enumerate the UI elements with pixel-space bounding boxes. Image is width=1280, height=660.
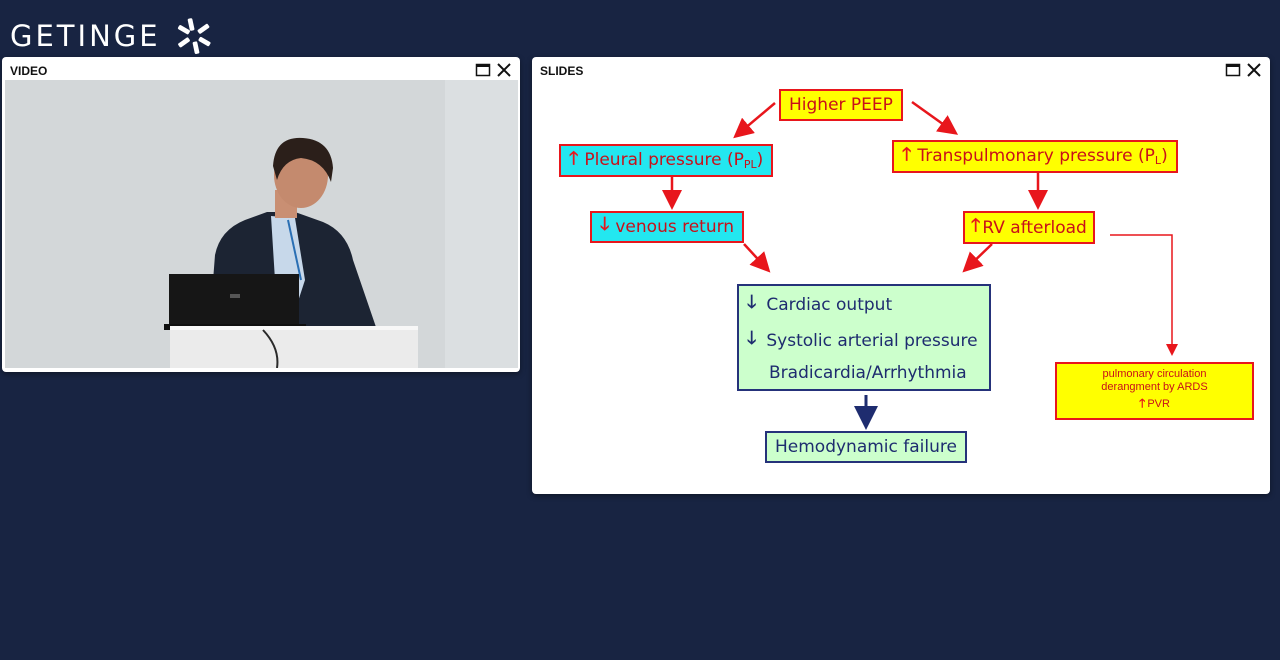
arrow-down-icon: 🡓 [747, 292, 757, 313]
pulmonary-line-2: derangment by ARDS [1101, 380, 1208, 393]
systolic-pressure-text: Systolic arterial pressure [766, 331, 978, 351]
arrow-up-icon: 🡑 [971, 214, 981, 236]
box-higher-peep: Higher PEEP [779, 89, 903, 121]
arrow-rv-to-pulmonary [1110, 234, 1178, 356]
video-frame-image [5, 80, 518, 368]
box-cardiac-output: 🡓 Cardiac output 🡓 Systolic arterial pre… [737, 284, 991, 391]
arrow-up-icon: 🡑 [1139, 395, 1146, 410]
arrow-peep-to-pleural [733, 102, 776, 139]
box-transpulmonary-pressure: 🡑 Transpulmonary pressure (PL) [892, 140, 1178, 173]
pvr-text: PVR [1147, 398, 1170, 410]
box-pleural-pressure: 🡑 Pleural pressure (PPL) [559, 144, 774, 177]
box-venous-return: 🡓 venous return [590, 211, 745, 243]
bradicardia-text: Bradicardia/Arrhythmia [769, 363, 967, 383]
bradicardia-line: Bradicardia/Arrhythmia [769, 363, 967, 383]
arrow-down-icon: 🡓 [747, 328, 757, 349]
video-panel-header: VIDEO [2, 57, 520, 81]
brand-header: GETINGE [10, 16, 213, 56]
box-hemodynamic-failure: Hemodynamic failure [765, 431, 967, 463]
hemodynamic-failure-text: Hemodynamic failure [775, 437, 957, 457]
arrow-peep-to-transpulmonary [911, 100, 959, 135]
maximize-icon[interactable] [1225, 62, 1241, 78]
higher-peep-text: Higher PEEP [789, 95, 893, 115]
arrow-up-icon: 🡑 [902, 143, 912, 165]
arrow-up-icon: 🡑 [569, 147, 579, 169]
venous-return-text: venous return [615, 217, 735, 237]
arrow-venous-to-cardiac [743, 243, 771, 273]
systolic-pressure-line: 🡓 Systolic arterial pressure [747, 326, 978, 356]
pulmonary-line-3: 🡑 PVR [1139, 394, 1170, 415]
slides-panel: SLIDES [532, 57, 1270, 494]
video-player[interactable] [5, 80, 518, 368]
slide-content: Higher PEEP 🡑 Pleural pressure (PPL) 🡑 T… [532, 81, 1270, 494]
close-icon[interactable] [1246, 62, 1262, 78]
video-panel-title: VIDEO [10, 64, 48, 78]
slides-panel-header: SLIDES [532, 57, 1270, 81]
box-rv-afterload: 🡑 RV afterload [963, 211, 1095, 244]
transpulmonary-pressure-text: Transpulmonary pressure (PL) [917, 146, 1168, 167]
arrow-down-icon: 🡓 [600, 214, 610, 235]
video-panel: VIDEO [2, 57, 520, 372]
getinge-star-icon [177, 18, 211, 54]
slides-panel-title: SLIDES [540, 64, 584, 78]
pleural-pressure-text: Pleural pressure (PPL) [584, 150, 764, 171]
pulmonary-line-1: pulmonary circulation [1102, 367, 1207, 380]
arrow-rv-to-cardiac [962, 243, 993, 273]
brand-name: GETINGE [10, 19, 161, 53]
slide-connectors [662, 100, 1178, 430]
box-pulmonary-circulation: pulmonary circulation derangment by ARDS… [1055, 362, 1254, 420]
maximize-icon[interactable] [475, 62, 491, 78]
cardiac-output-text: Cardiac output [766, 295, 893, 315]
rv-afterload-text: RV afterload [982, 217, 1087, 238]
cardiac-output-line: 🡓 Cardiac output [747, 290, 892, 320]
close-icon[interactable] [496, 62, 512, 78]
